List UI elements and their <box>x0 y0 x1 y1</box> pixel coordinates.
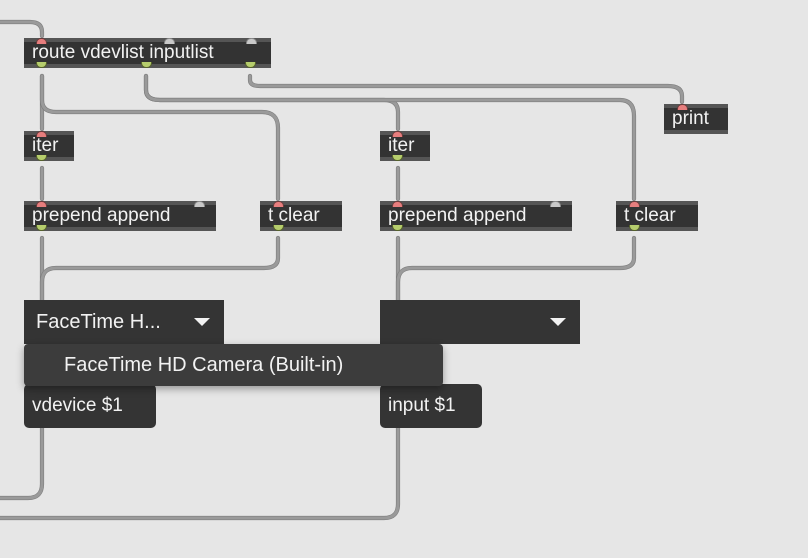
print-inlet[interactable] <box>677 104 688 110</box>
input-device-menu[interactable] <box>380 300 580 344</box>
tclear-right-outlet[interactable] <box>629 225 640 231</box>
tclear-right-inlet[interactable] <box>629 201 640 207</box>
cord-input-to-route[interactable] <box>0 20 44 38</box>
iter-object-left-label: iter <box>32 135 59 156</box>
tclear-object-right[interactable]: t clear <box>616 201 698 231</box>
chevron-down-icon <box>550 318 566 326</box>
route-inlet-0[interactable] <box>36 38 47 44</box>
input-message-label: input $1 <box>388 395 456 416</box>
prepend-left-outlet[interactable] <box>36 225 47 231</box>
route-inlet-1[interactable] <box>164 38 175 44</box>
cord-group <box>0 19 685 521</box>
prepend-right-inlet-0[interactable] <box>392 201 403 207</box>
tclear-object-right-label: t clear <box>624 205 676 226</box>
prepend-right-outlet[interactable] <box>392 225 403 231</box>
iter-object-right-label: iter <box>388 135 415 156</box>
prepend-object-left-label: prepend append <box>32 205 171 226</box>
vdevice-message[interactable]: vdevice $1 <box>24 384 156 428</box>
print-object[interactable]: print <box>664 104 728 134</box>
video-device-menu-value: FaceTime H... <box>36 311 161 333</box>
input-message[interactable]: input $1 <box>380 384 482 428</box>
iter-object-right[interactable]: iter <box>380 131 430 161</box>
prepend-object-left[interactable]: prepend append <box>24 201 216 231</box>
route-outlet-0[interactable] <box>36 62 47 68</box>
cord-route-to-print[interactable] <box>248 74 684 104</box>
prepend-left-inlet-0[interactable] <box>36 201 47 207</box>
iter-left-inlet[interactable] <box>36 131 47 137</box>
video-device-menu[interactable]: FaceTime H... <box>24 300 224 344</box>
print-object-label: print <box>672 108 709 129</box>
cord-input-out[interactable] <box>0 426 400 520</box>
vdevice-message-label: vdevice $1 <box>32 395 123 416</box>
prepend-left-inlet-1[interactable] <box>194 201 205 207</box>
popup-menu-item[interactable]: FaceTime HD Camera (Built-in) <box>64 354 344 376</box>
video-device-popup: FaceTime HD Camera (Built-in) <box>24 344 443 386</box>
cord-tclear-to-menu-right[interactable] <box>396 236 636 302</box>
tclear-object-left[interactable]: t clear <box>260 201 342 231</box>
tclear-object-left-label: t clear <box>268 205 320 226</box>
prepend-right-inlet-1[interactable] <box>550 201 561 207</box>
iter-right-outlet[interactable] <box>392 155 403 161</box>
tclear-left-outlet[interactable] <box>273 225 284 231</box>
route-outlet-2[interactable] <box>245 62 256 68</box>
route-object-label: route vdevlist inputlist <box>32 42 214 63</box>
chevron-down-icon <box>194 318 210 326</box>
iter-object-left[interactable]: iter <box>24 131 74 161</box>
prepend-object-right[interactable]: prepend append <box>380 201 572 231</box>
iter-left-outlet[interactable] <box>36 155 47 161</box>
cord-route-to-tclear-right[interactable] <box>144 74 636 201</box>
prepend-object-right-label: prepend append <box>388 205 527 226</box>
route-inlet-2[interactable] <box>246 38 257 44</box>
tclear-left-inlet[interactable] <box>273 201 284 207</box>
cord-route-to-tclear-left[interactable] <box>40 74 280 201</box>
route-outlet-1[interactable] <box>141 62 152 68</box>
route-object[interactable]: route vdevlist inputlist <box>24 38 271 68</box>
iter-right-inlet[interactable] <box>392 131 403 137</box>
cord-vdevice-out[interactable] <box>0 426 44 500</box>
cord-tclear-to-menu-left[interactable] <box>40 236 280 302</box>
